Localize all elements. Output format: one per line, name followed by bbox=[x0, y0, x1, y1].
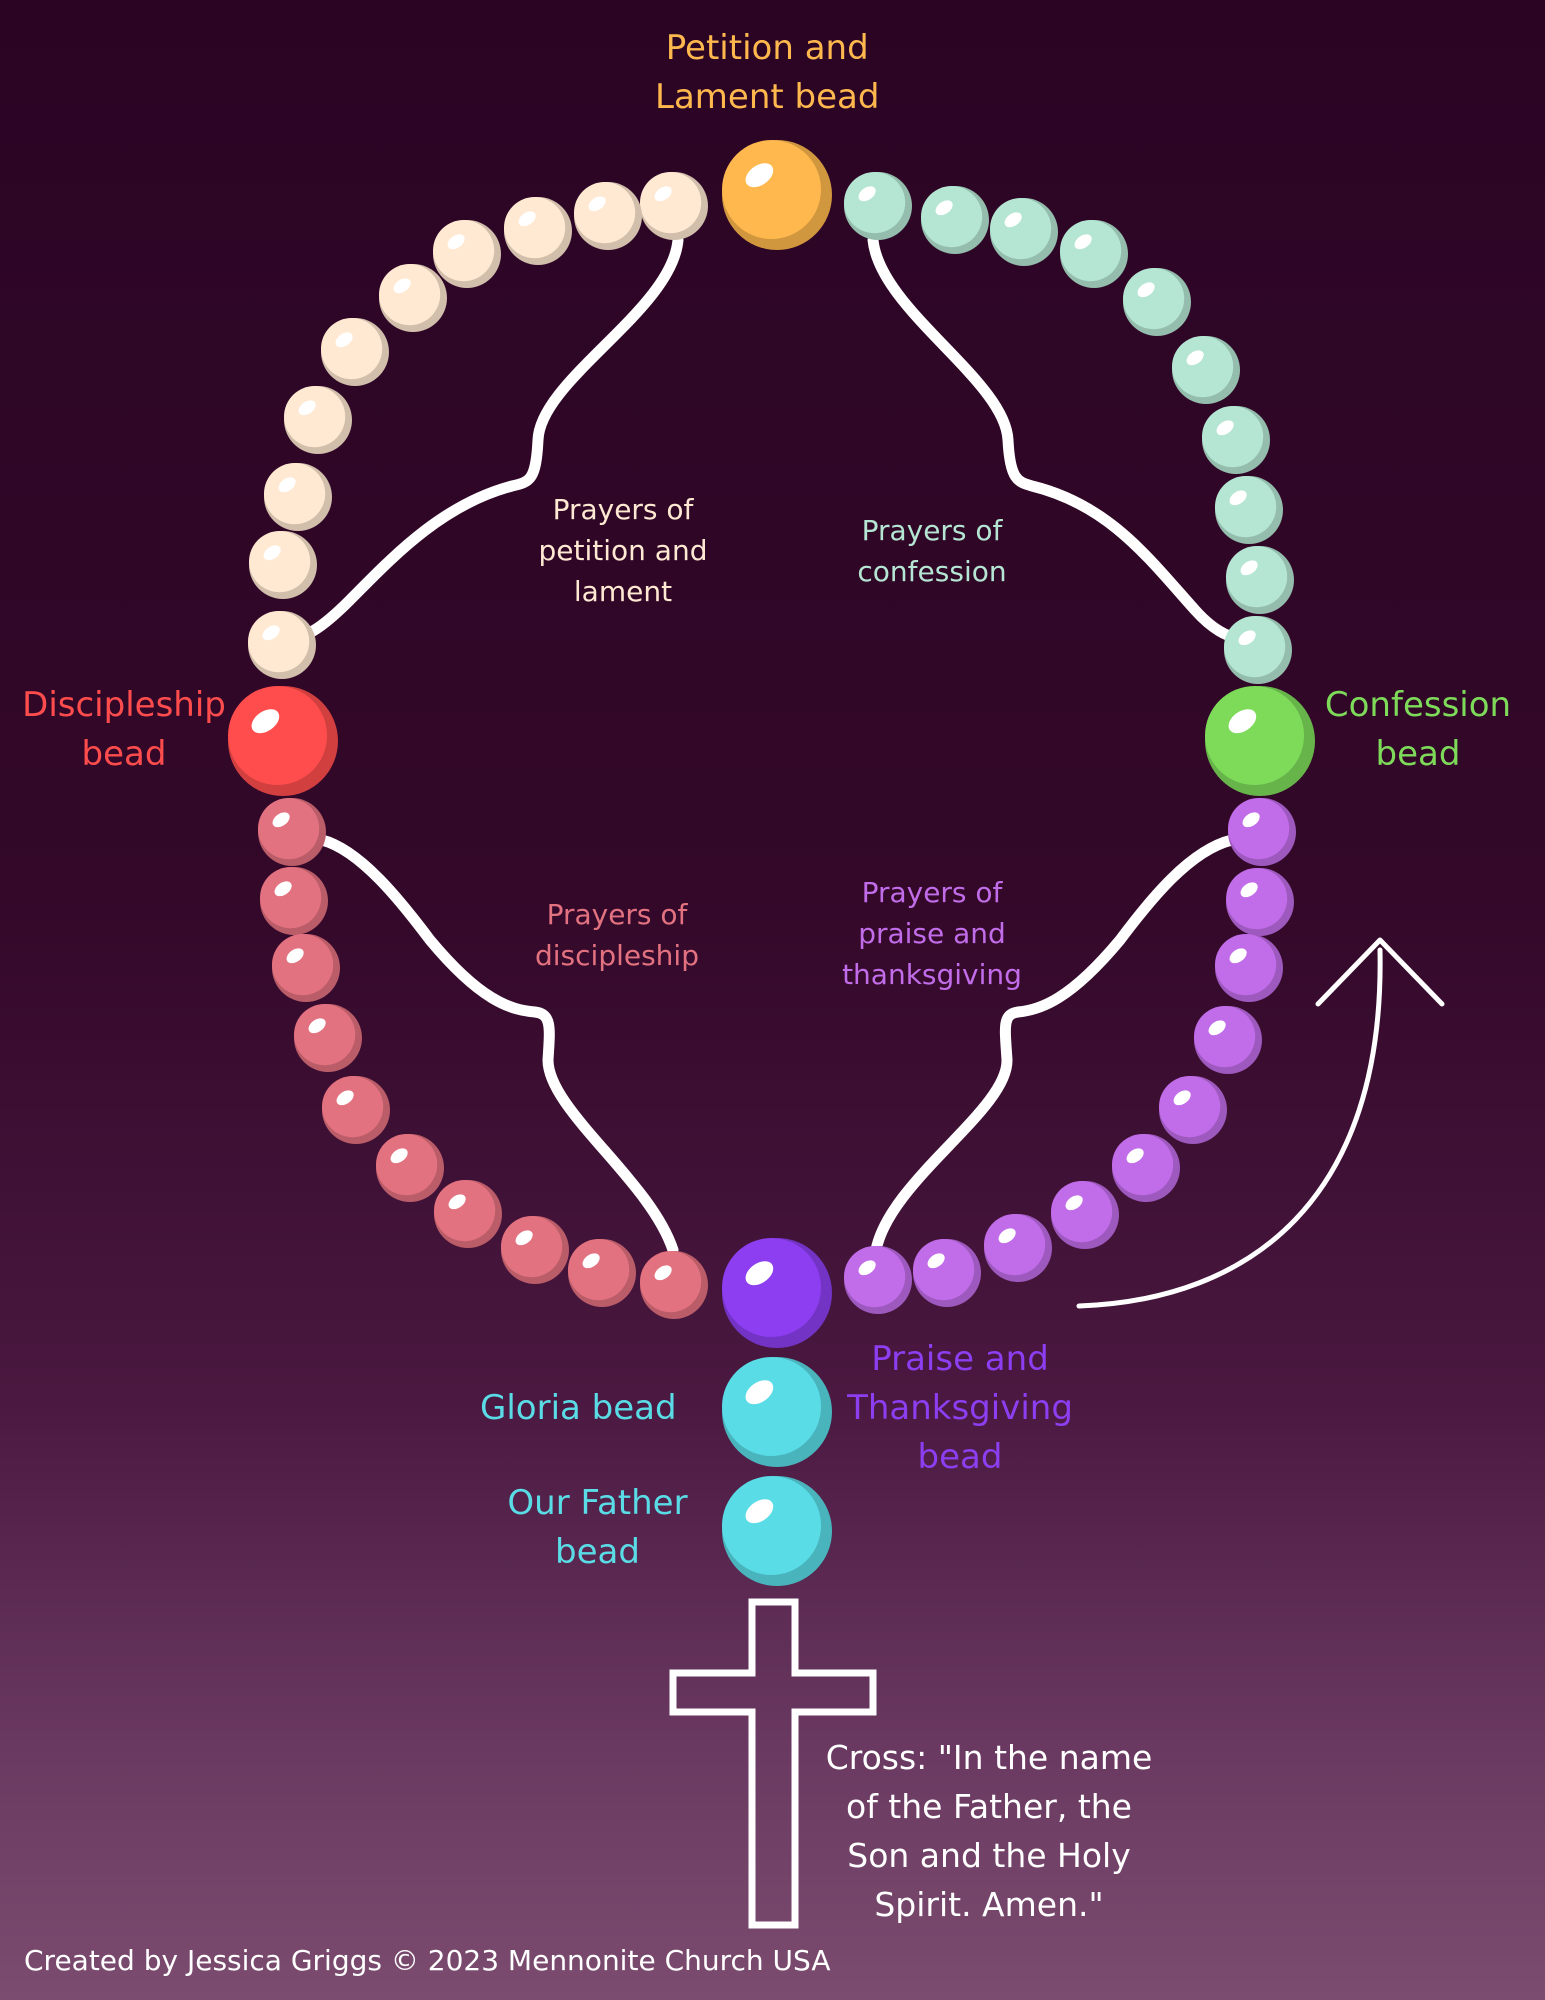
petition-decade-bead bbox=[249, 531, 317, 599]
confession-decade-bead bbox=[1172, 336, 1240, 404]
discipleship-decade-bead bbox=[294, 1004, 362, 1072]
discipleship-decade-bead bbox=[434, 1180, 502, 1248]
prayer-line: praise and bbox=[858, 917, 1006, 950]
cross-prayer-text: Cross: "In the name of the Father, the S… bbox=[814, 1733, 1164, 1929]
label-gloria-bead: Gloria bead bbox=[480, 1384, 677, 1433]
label-line: Confession bbox=[1324, 685, 1512, 725]
label-line: bead bbox=[917, 1437, 1003, 1477]
thread-praise bbox=[870, 834, 1238, 1256]
our-father-bead bbox=[722, 1476, 832, 1586]
label-line: bead bbox=[81, 734, 167, 774]
prayer-line: lament bbox=[573, 575, 673, 608]
thread-petition-lament bbox=[279, 234, 684, 646]
confession-decade-bead bbox=[921, 186, 989, 254]
confession-decade-bead bbox=[844, 172, 912, 240]
praise-decade-bead bbox=[1051, 1181, 1119, 1249]
prayer-label-praise-thanksgiving: Prayers of praise and thanksgiving bbox=[832, 872, 1032, 995]
praise-decade-bead bbox=[1215, 934, 1283, 1002]
label-line: Gloria bead bbox=[480, 1388, 677, 1428]
prayer-line: confession bbox=[857, 555, 1007, 588]
confession-decade-bead bbox=[1226, 546, 1294, 614]
discipleship-decade-bead bbox=[260, 867, 328, 935]
praise-decade-bead bbox=[1194, 1006, 1262, 1074]
petition-decade-bead bbox=[640, 172, 708, 240]
thread-discipleship bbox=[316, 834, 679, 1256]
discipleship-decade-bead bbox=[258, 798, 326, 866]
label-line: bead bbox=[1375, 734, 1461, 774]
prayer-line: thanksgiving bbox=[842, 958, 1022, 991]
label-line: Praise and bbox=[871, 1339, 1049, 1379]
petition-decade-bead bbox=[284, 386, 352, 454]
prayer-label-discipleship: Prayers of discipleship bbox=[517, 894, 717, 976]
confession-decade-bead bbox=[990, 198, 1058, 266]
petition-decade-bead bbox=[321, 318, 389, 386]
prayer-line: discipleship bbox=[535, 939, 699, 972]
confession-decade-bead bbox=[1215, 476, 1283, 544]
credit-line: Created by Jessica Griggs © 2023 Mennoni… bbox=[24, 1944, 831, 1977]
bead-threads bbox=[279, 234, 1264, 1256]
prayer-line: Prayers of bbox=[546, 898, 688, 931]
direction-arrow bbox=[1076, 937, 1445, 1309]
praise-decade-bead bbox=[1228, 798, 1296, 866]
petition-decade-bead bbox=[574, 182, 642, 250]
gloria-bead bbox=[722, 1357, 832, 1467]
petition-decade-bead bbox=[264, 463, 332, 531]
label-line: bead bbox=[555, 1532, 640, 1572]
praise-decade-bead bbox=[1159, 1076, 1227, 1144]
confession-decade-bead bbox=[1123, 268, 1191, 336]
prayer-label-confession: Prayers of confession bbox=[832, 510, 1032, 592]
label-discipleship-bead: Discipleship bead bbox=[18, 681, 230, 779]
cross-line: Spirit. Amen." bbox=[874, 1885, 1104, 1924]
cross-outline bbox=[669, 1598, 877, 1929]
cross-line: Cross: "In the name bbox=[825, 1738, 1153, 1777]
petition-decade-bead bbox=[248, 611, 316, 679]
label-line: Our Father bbox=[507, 1483, 688, 1523]
discipleship-decade-bead bbox=[500, 1216, 569, 1284]
petition-decade-bead bbox=[433, 220, 501, 288]
confession-decade-bead bbox=[1224, 616, 1292, 684]
discipleship-bead bbox=[228, 686, 338, 796]
petition-decade-bead bbox=[503, 197, 572, 265]
praise-decade-bead bbox=[1226, 868, 1294, 936]
petition-lament-bead bbox=[722, 140, 832, 250]
label-line: Lament bead bbox=[655, 77, 880, 117]
praise-decade-bead bbox=[913, 1239, 981, 1307]
confession-decade-bead bbox=[1202, 406, 1270, 474]
prayer-label-petition-lament: Prayers of petition and lament bbox=[523, 489, 723, 612]
label-petition-lament-bead: Petition and Lament bead bbox=[655, 24, 879, 122]
discipleship-decade-bead bbox=[322, 1076, 390, 1144]
praise-decade-bead bbox=[844, 1246, 912, 1314]
label-praise-thanksgiving-bead: Praise and Thanksgiving bead bbox=[845, 1335, 1075, 1482]
petition-decade-bead bbox=[379, 264, 447, 332]
discipleship-decade-bead bbox=[568, 1239, 636, 1307]
cross-line: of the Father, the bbox=[846, 1787, 1132, 1826]
cross-line: Son and the Holy bbox=[847, 1836, 1131, 1875]
label-line: Discipleship bbox=[22, 685, 226, 725]
discipleship-decade-bead bbox=[376, 1134, 444, 1202]
thread-confession bbox=[867, 234, 1264, 646]
label-line: Thanksgiving bbox=[847, 1388, 1073, 1428]
confession-bead bbox=[1205, 686, 1315, 796]
prayer-line: Prayers of bbox=[861, 514, 1003, 547]
praise-thanksgiving-bead bbox=[722, 1238, 832, 1348]
prayer-line: Prayers of bbox=[861, 876, 1003, 909]
bead-layer bbox=[228, 140, 1315, 1586]
prayer-line: petition and bbox=[538, 534, 708, 567]
label-our-father-bead: Our Father bead bbox=[500, 1479, 695, 1577]
prayer-line: Prayers of bbox=[552, 493, 694, 526]
praise-decade-bead bbox=[1112, 1134, 1180, 1202]
confession-decade-bead bbox=[1060, 220, 1128, 288]
praise-decade-bead bbox=[984, 1214, 1052, 1282]
discipleship-decade-bead bbox=[640, 1251, 708, 1319]
label-confession-bead: Confession bead bbox=[1318, 681, 1518, 779]
label-line: Petition and bbox=[665, 28, 869, 68]
discipleship-decade-bead bbox=[272, 934, 340, 1002]
